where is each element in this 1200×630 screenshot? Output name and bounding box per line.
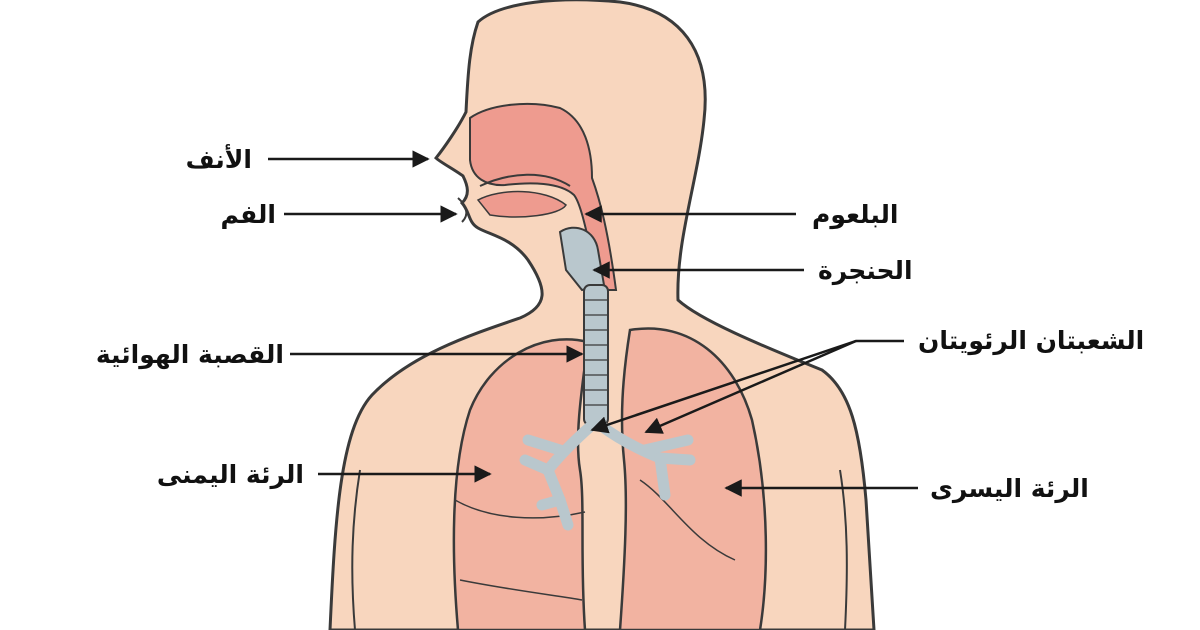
lips	[457, 197, 468, 223]
label-mouth: الفم	[220, 200, 276, 229]
left-bronchial-tree	[594, 419, 696, 501]
label-bronchi: الشعبتان الرئويتان	[918, 326, 1145, 355]
label-left-lung: الرئة اليسرى	[930, 474, 1089, 503]
label-trachea: القصبة الهوائية	[95, 340, 284, 369]
label-right-lung: الرئة اليمنى	[156, 460, 304, 489]
label-larynx: الحنجرة	[818, 256, 913, 285]
trachea-tube	[583, 284, 609, 426]
right-bronchial-tree	[519, 419, 598, 531]
palate	[479, 173, 571, 187]
right-lung-lobe-line-2	[459, 579, 583, 601]
trachea-rings	[584, 299, 608, 406]
right-arm-line	[351, 469, 361, 630]
nasal-cavity	[469, 102, 618, 291]
label-pharynx: البلعوم	[812, 200, 899, 229]
bronchi-arrow-2	[644, 339, 857, 434]
left-lung-lobe-line	[639, 479, 736, 561]
pointer-arrows	[268, 150, 918, 497]
tongue	[476, 190, 567, 218]
label-nose: الأنف	[185, 145, 252, 174]
